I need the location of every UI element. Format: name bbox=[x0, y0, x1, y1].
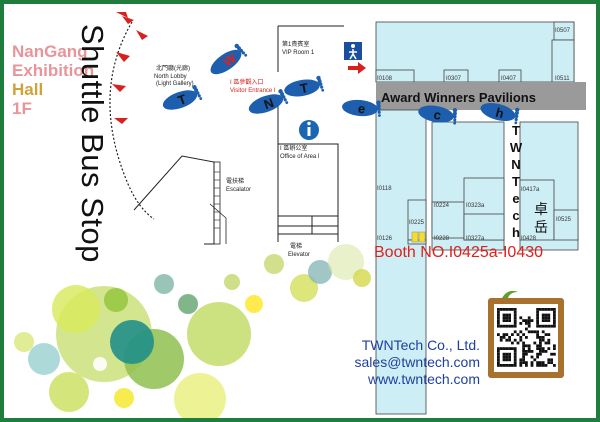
escalator-en: Escalator bbox=[226, 187, 252, 193]
decor-circle bbox=[245, 295, 263, 313]
booth-number: I0307 bbox=[446, 76, 462, 82]
booth-number: I0228 bbox=[434, 236, 450, 242]
booth-number-title: Booth NO.I0425a-I0430 bbox=[374, 244, 544, 261]
booth-number: I0225 bbox=[409, 220, 425, 226]
booth-number: I0407 bbox=[501, 76, 517, 82]
decor-circle bbox=[290, 274, 318, 302]
booth-number: I0327a bbox=[466, 236, 485, 242]
decor-circle bbox=[328, 244, 364, 280]
booth-number: I0224 bbox=[434, 203, 450, 209]
footprint-icon: W bbox=[210, 43, 248, 75]
booth-number: I0511 bbox=[555, 76, 570, 82]
shuttle-bus-stop-label: Shuttle Bus Stop bbox=[75, 24, 110, 263]
footprint-letter: T bbox=[299, 80, 309, 96]
hall-line-4: 1F bbox=[12, 99, 32, 118]
decor-circle bbox=[174, 373, 226, 418]
decor-circle bbox=[28, 343, 60, 375]
visitor-entrance-en: Visitor Entrance I bbox=[230, 88, 276, 94]
award-band bbox=[376, 82, 586, 110]
company-name: TWNTech Co., Ltd. bbox=[361, 337, 480, 353]
decor-circle bbox=[93, 357, 107, 371]
decor-circle bbox=[224, 274, 240, 290]
escalator-zh: 電扶梯 bbox=[226, 179, 245, 185]
north-lobby-zh: 北門廳(光廊) bbox=[156, 66, 190, 72]
hall-line-3: Hall bbox=[12, 80, 44, 99]
booth-number: I0507 bbox=[555, 28, 571, 34]
yue-character: 岳 bbox=[534, 219, 548, 235]
booth-number: I0323a bbox=[466, 203, 485, 209]
decor-circle bbox=[52, 285, 100, 333]
footprint-icon: T bbox=[284, 75, 325, 97]
arrow-icon bbox=[112, 12, 366, 124]
decor-circle bbox=[353, 269, 371, 287]
elevator-zh: 電梯 bbox=[290, 244, 303, 250]
footprint-letter: e bbox=[357, 101, 366, 117]
booth-number: I0126 bbox=[377, 236, 393, 242]
hall-line-2: Exhibition bbox=[12, 61, 95, 80]
booth-number: I0417a bbox=[521, 187, 540, 193]
decor-circle bbox=[187, 302, 251, 366]
elevator-en: Elevator bbox=[288, 252, 311, 258]
decor-circle bbox=[114, 388, 134, 408]
booth-number: I0118 bbox=[377, 186, 392, 192]
booth-number: I0108 bbox=[377, 76, 393, 82]
decor-circle bbox=[308, 260, 332, 284]
footprint-icon: c bbox=[418, 105, 458, 125]
info-icon bbox=[299, 120, 319, 140]
booth-number: I0428 bbox=[521, 236, 537, 242]
decor-circle bbox=[110, 320, 154, 364]
vip-room-en: VIP Room 1 bbox=[282, 50, 315, 56]
vip-room-zh: 第1貴賓室 bbox=[282, 42, 310, 48]
footprint-icon: e bbox=[342, 99, 381, 117]
decor-circle bbox=[154, 274, 174, 294]
website-link[interactable]: www.twntech.com bbox=[367, 371, 480, 387]
footprint-letter: h bbox=[494, 105, 506, 122]
footprint-icon: h bbox=[480, 102, 520, 125]
decor-circle bbox=[49, 372, 89, 412]
decor-circle bbox=[104, 288, 128, 312]
zhuo-character: 卓 bbox=[534, 201, 548, 217]
footprint-icon: N bbox=[248, 89, 289, 114]
footprint-icon: T bbox=[162, 85, 203, 110]
decorative-circles bbox=[14, 244, 371, 418]
decor-circle bbox=[14, 332, 34, 352]
decor-circle bbox=[178, 294, 198, 314]
floor-plan bbox=[109, 12, 586, 415]
office-area-zh: I 區辦公室 bbox=[280, 146, 308, 152]
qr-code-icon bbox=[488, 290, 564, 378]
footprint-letter: c bbox=[433, 107, 443, 123]
award-winners-title: Award Winners Pavilions bbox=[381, 90, 536, 105]
visitor-entrance-zh: I 區參觀入口 bbox=[230, 80, 264, 86]
booth-number: I0525 bbox=[556, 217, 572, 223]
email-link[interactable]: sales@twntech.com bbox=[354, 354, 480, 370]
office-area-en: Office of Area I bbox=[280, 154, 320, 160]
hall-line-1: NanGang bbox=[12, 42, 88, 61]
north-lobby-en2: (Light Gallery) bbox=[156, 81, 194, 87]
accessibility-icon bbox=[344, 42, 362, 60]
decor-circle bbox=[264, 254, 284, 274]
north-lobby-en: North Lobby bbox=[154, 74, 187, 80]
lobby-arc bbox=[109, 21, 155, 220]
